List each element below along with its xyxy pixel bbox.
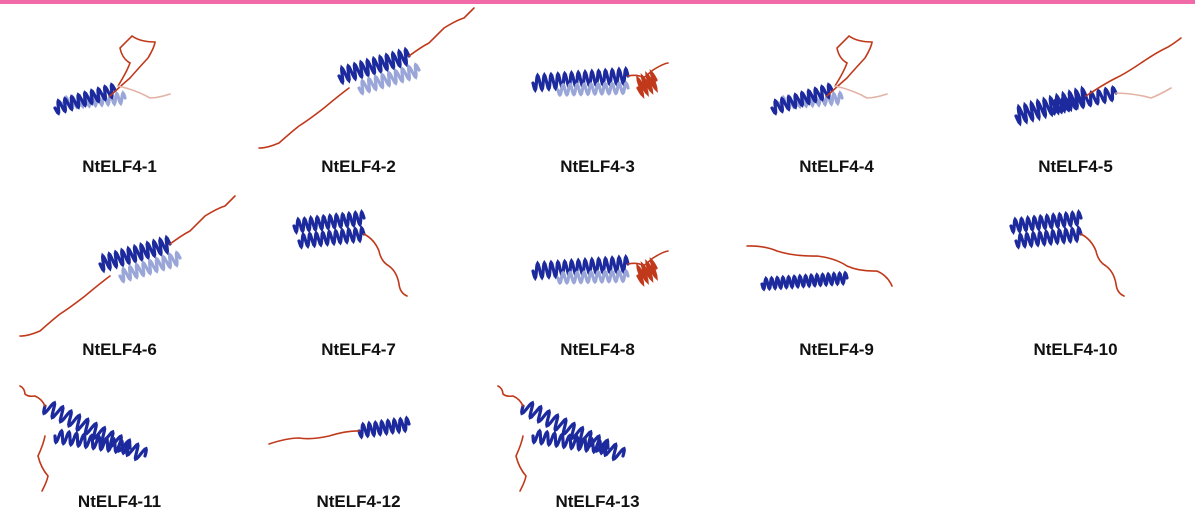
loop-tail-up <box>20 386 45 406</box>
loop-tail-down <box>1081 234 1124 296</box>
loop-tail-down <box>259 88 349 148</box>
accent-bar <box>0 0 1195 4</box>
helix-segment-a <box>762 273 847 289</box>
protein-label: NtELF4-10 <box>956 340 1195 360</box>
loop-tail-down <box>38 436 48 491</box>
protein-structure <box>478 196 717 346</box>
loop-tail-down <box>516 436 526 491</box>
protein-label: NtELF4-5 <box>956 157 1195 177</box>
protein-label: NtELF4-7 <box>239 340 478 360</box>
protein-label: NtELF4-6 <box>0 340 239 360</box>
helix-segment-b <box>533 431 608 453</box>
protein-label: NtELF4-11 <box>0 492 239 512</box>
helix-segment-b <box>55 85 115 113</box>
loop-tail-down <box>20 276 110 336</box>
loop-tail-down <box>364 234 407 296</box>
protein-structure <box>239 196 478 346</box>
protein-label: NtELF4-2 <box>239 157 478 177</box>
protein-structure <box>0 196 239 346</box>
loop-tail <box>269 431 359 444</box>
protein-label: NtELF4-9 <box>717 340 956 360</box>
loop-pale-segment <box>1116 88 1171 98</box>
helix-segment-b <box>772 85 832 113</box>
loop-segment <box>827 36 872 96</box>
protein-structure <box>717 196 956 346</box>
protein-structure <box>956 196 1195 346</box>
loop-tail-up <box>409 8 474 56</box>
protein-label: NtELF4-4 <box>717 157 956 177</box>
helix-segment-b <box>55 431 130 453</box>
protein-structure <box>0 8 239 158</box>
loop-tail-up <box>1086 38 1181 96</box>
protein-structure <box>717 8 956 158</box>
helix-segment-a <box>359 418 409 436</box>
helix-segment-a <box>44 403 147 459</box>
protein-structure <box>956 8 1195 158</box>
helix-segment-b <box>558 83 628 95</box>
protein-label: NtELF4-1 <box>0 157 239 177</box>
loop-tail-up <box>498 386 523 406</box>
protein-label: NtELF4-12 <box>239 492 478 512</box>
protein-structure <box>478 8 717 158</box>
helix-segment-a <box>522 403 625 459</box>
loop-segment <box>110 36 155 96</box>
protein-label: NtELF4-3 <box>478 157 717 177</box>
protein-label: NtELF4-13 <box>478 492 717 512</box>
protein-structure <box>239 8 478 158</box>
loop-tail-up <box>170 196 235 244</box>
helix-segment-b <box>558 271 628 283</box>
protein-label: NtELF4-8 <box>478 340 717 360</box>
